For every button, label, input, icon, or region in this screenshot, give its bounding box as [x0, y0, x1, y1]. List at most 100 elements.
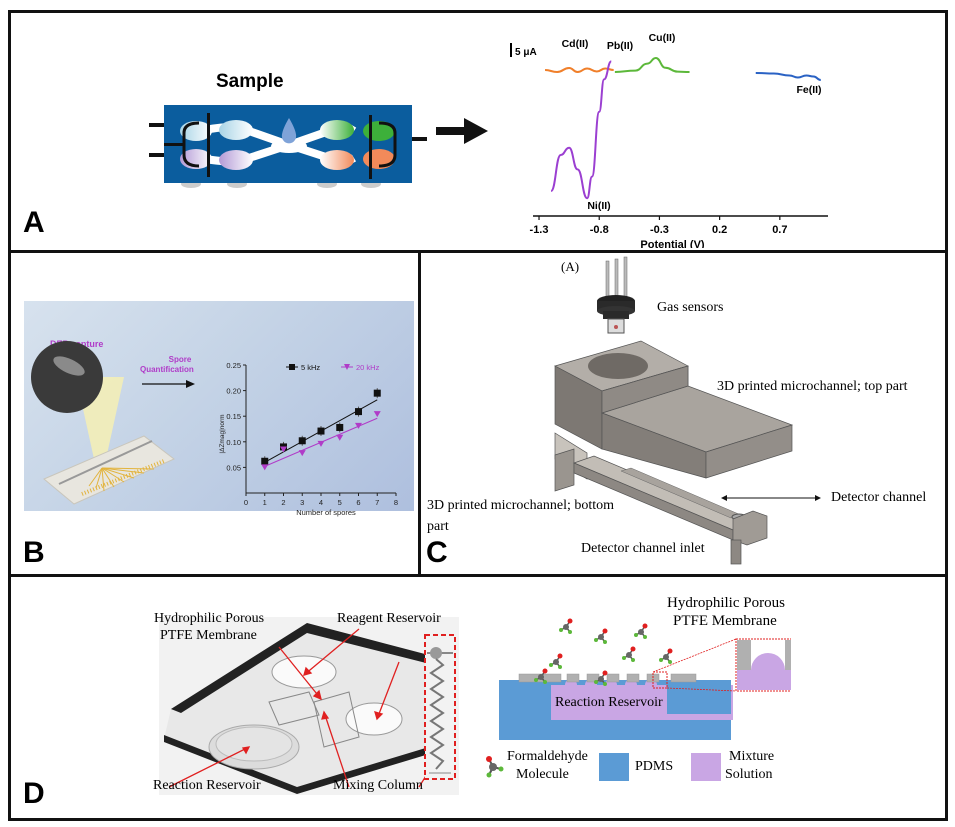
formaldehyde-molecules: [534, 618, 673, 686]
y-tick-label: 0.05: [226, 463, 241, 472]
x-tick-label: 3: [300, 498, 304, 507]
figure-frame: [8, 10, 948, 821]
x-tick-label: 1: [263, 498, 267, 507]
cross-section-diagram: [499, 618, 791, 740]
data-point: [280, 446, 287, 453]
data-point: [373, 411, 381, 418]
legend-formaldehyde-2: Molecule: [516, 767, 569, 782]
panel-b-image: DEP capture Spore Quantification: [24, 301, 414, 511]
ion-label: Fe(II): [796, 84, 821, 96]
panel-d: D Hydrophilic Porous PTFE Membrane Reage…: [11, 577, 945, 815]
formaldehyde-molecule: [634, 623, 648, 639]
sample-drop-icon: [281, 118, 297, 144]
legend-formaldehyde-1: Formaldehyde: [507, 749, 588, 764]
mixing-column-inset: [424, 634, 456, 780]
series-line: [545, 66, 614, 74]
x-tick-label: -0.8: [590, 224, 609, 236]
panel-b-letter: B: [23, 536, 45, 569]
spore-label: Spore: [168, 355, 192, 364]
data-point: [261, 457, 269, 465]
legend-mixture-2: Solution: [725, 767, 773, 782]
reagent-reservoir-label: Reagent Reservoir: [337, 611, 441, 626]
legend-label: 20 kHz: [356, 363, 380, 372]
spore-micrograph: [31, 341, 103, 413]
panel-c: C (A): [421, 253, 945, 574]
top-part-block: [554, 340, 794, 479]
legend-marker: [344, 364, 350, 370]
y-tick-label: 0.15: [226, 412, 241, 421]
formaldehyde-molecule: [594, 628, 608, 644]
y-tick-label: 0.20: [226, 387, 241, 396]
scale-bar-label: 5 μA: [515, 47, 537, 58]
data-point: [355, 422, 362, 429]
top-part-label: 3D printed microchannel; top part: [717, 379, 908, 394]
subfigure-label: (A): [561, 259, 580, 274]
quantification-label: Quantification: [140, 365, 194, 374]
detector-channel-label: Detector channel: [831, 490, 927, 505]
data-point: [298, 437, 306, 445]
reaction-reservoir-inner-label: Reaction Reservoir: [555, 695, 663, 710]
panel-a: A Sample: [11, 13, 945, 250]
dep-chip-illustration: [31, 341, 175, 505]
divider-d: [8, 574, 948, 577]
x-tick-label: 0.2: [712, 224, 727, 236]
inlet-label: Detector channel inlet: [581, 541, 705, 556]
mixing-column-label: Mixing Column: [333, 778, 423, 793]
legend-pdms-swatch: [599, 753, 629, 781]
panel-b: B DEP capture Spore Quantification 0.05 0…: [11, 253, 418, 574]
arrow-right-icon: [436, 118, 488, 144]
data-point: [336, 423, 344, 431]
chip-title: Sample: [216, 71, 284, 92]
panel-a-letter: A: [23, 206, 45, 239]
x-tick-label: -0.3: [650, 224, 669, 236]
ion-label: Cd(II): [562, 38, 589, 50]
series-line: [755, 72, 821, 81]
data-point: [355, 408, 362, 416]
formaldehyde-molecule: [659, 648, 673, 664]
membrane-label-2: PTFE Membrane: [160, 628, 257, 643]
ion-label: Pb(II): [607, 40, 633, 52]
bottom-part-block: [554, 432, 768, 565]
right-membrane-label-1: Hydrophilic Porous: [667, 595, 785, 611]
bottom-part-label-1: 3D printed microchannel; bottom: [427, 498, 615, 513]
scale-bar: [510, 43, 512, 57]
y-tick-label: 0.10: [226, 438, 241, 447]
gas-sensors-label: Gas sensors: [657, 300, 724, 315]
gas-sensor-icon: [597, 256, 635, 334]
legend-mixture-1: Mixture: [729, 749, 775, 764]
x-tick-label: 4: [319, 498, 323, 507]
legend-label: 5 kHz: [301, 363, 320, 372]
microchannel-illustration: [554, 256, 821, 565]
y-axis-label: |ΔZmag|norm: [219, 414, 226, 453]
ion-label: Ni(II): [587, 200, 610, 212]
data-point: [298, 450, 306, 457]
data-point: [336, 434, 344, 441]
formaldehyde-molecule: [622, 646, 636, 662]
reaction-reservoir-label: Reaction Reservoir: [153, 778, 261, 793]
microfluidic-chip: [149, 105, 427, 188]
x-tick-label: 6: [356, 498, 360, 507]
legend-marker: [289, 364, 295, 370]
x-tick-label: 0: [244, 498, 248, 507]
panel-d-letter: D: [23, 777, 45, 810]
arrow-right-icon: [142, 380, 195, 388]
formaldehyde-molecule: [534, 668, 548, 684]
series-line: [550, 60, 612, 200]
right-membrane-label-2: PTFE Membrane: [673, 613, 777, 629]
divider-bc: [418, 250, 421, 576]
y-tick-label: 0.25: [226, 361, 241, 370]
membrane-label-1: Hydrophilic Porous: [154, 611, 265, 626]
x-axis-label: Potential (V): [640, 239, 705, 248]
bottom-part-label-2: part: [427, 519, 449, 534]
formaldehyde-molecule: [549, 653, 563, 669]
data-point: [373, 389, 381, 397]
formaldehyde-molecule: [559, 618, 573, 634]
x-tick-label: 7: [375, 498, 379, 507]
formaldehyde-molecule-icon: [486, 756, 504, 778]
legend-mixture-swatch: [691, 753, 721, 781]
x-tick-label: 0.7: [772, 224, 787, 236]
series-line: [614, 56, 690, 73]
x-axis-label: Number of spores: [296, 508, 356, 517]
